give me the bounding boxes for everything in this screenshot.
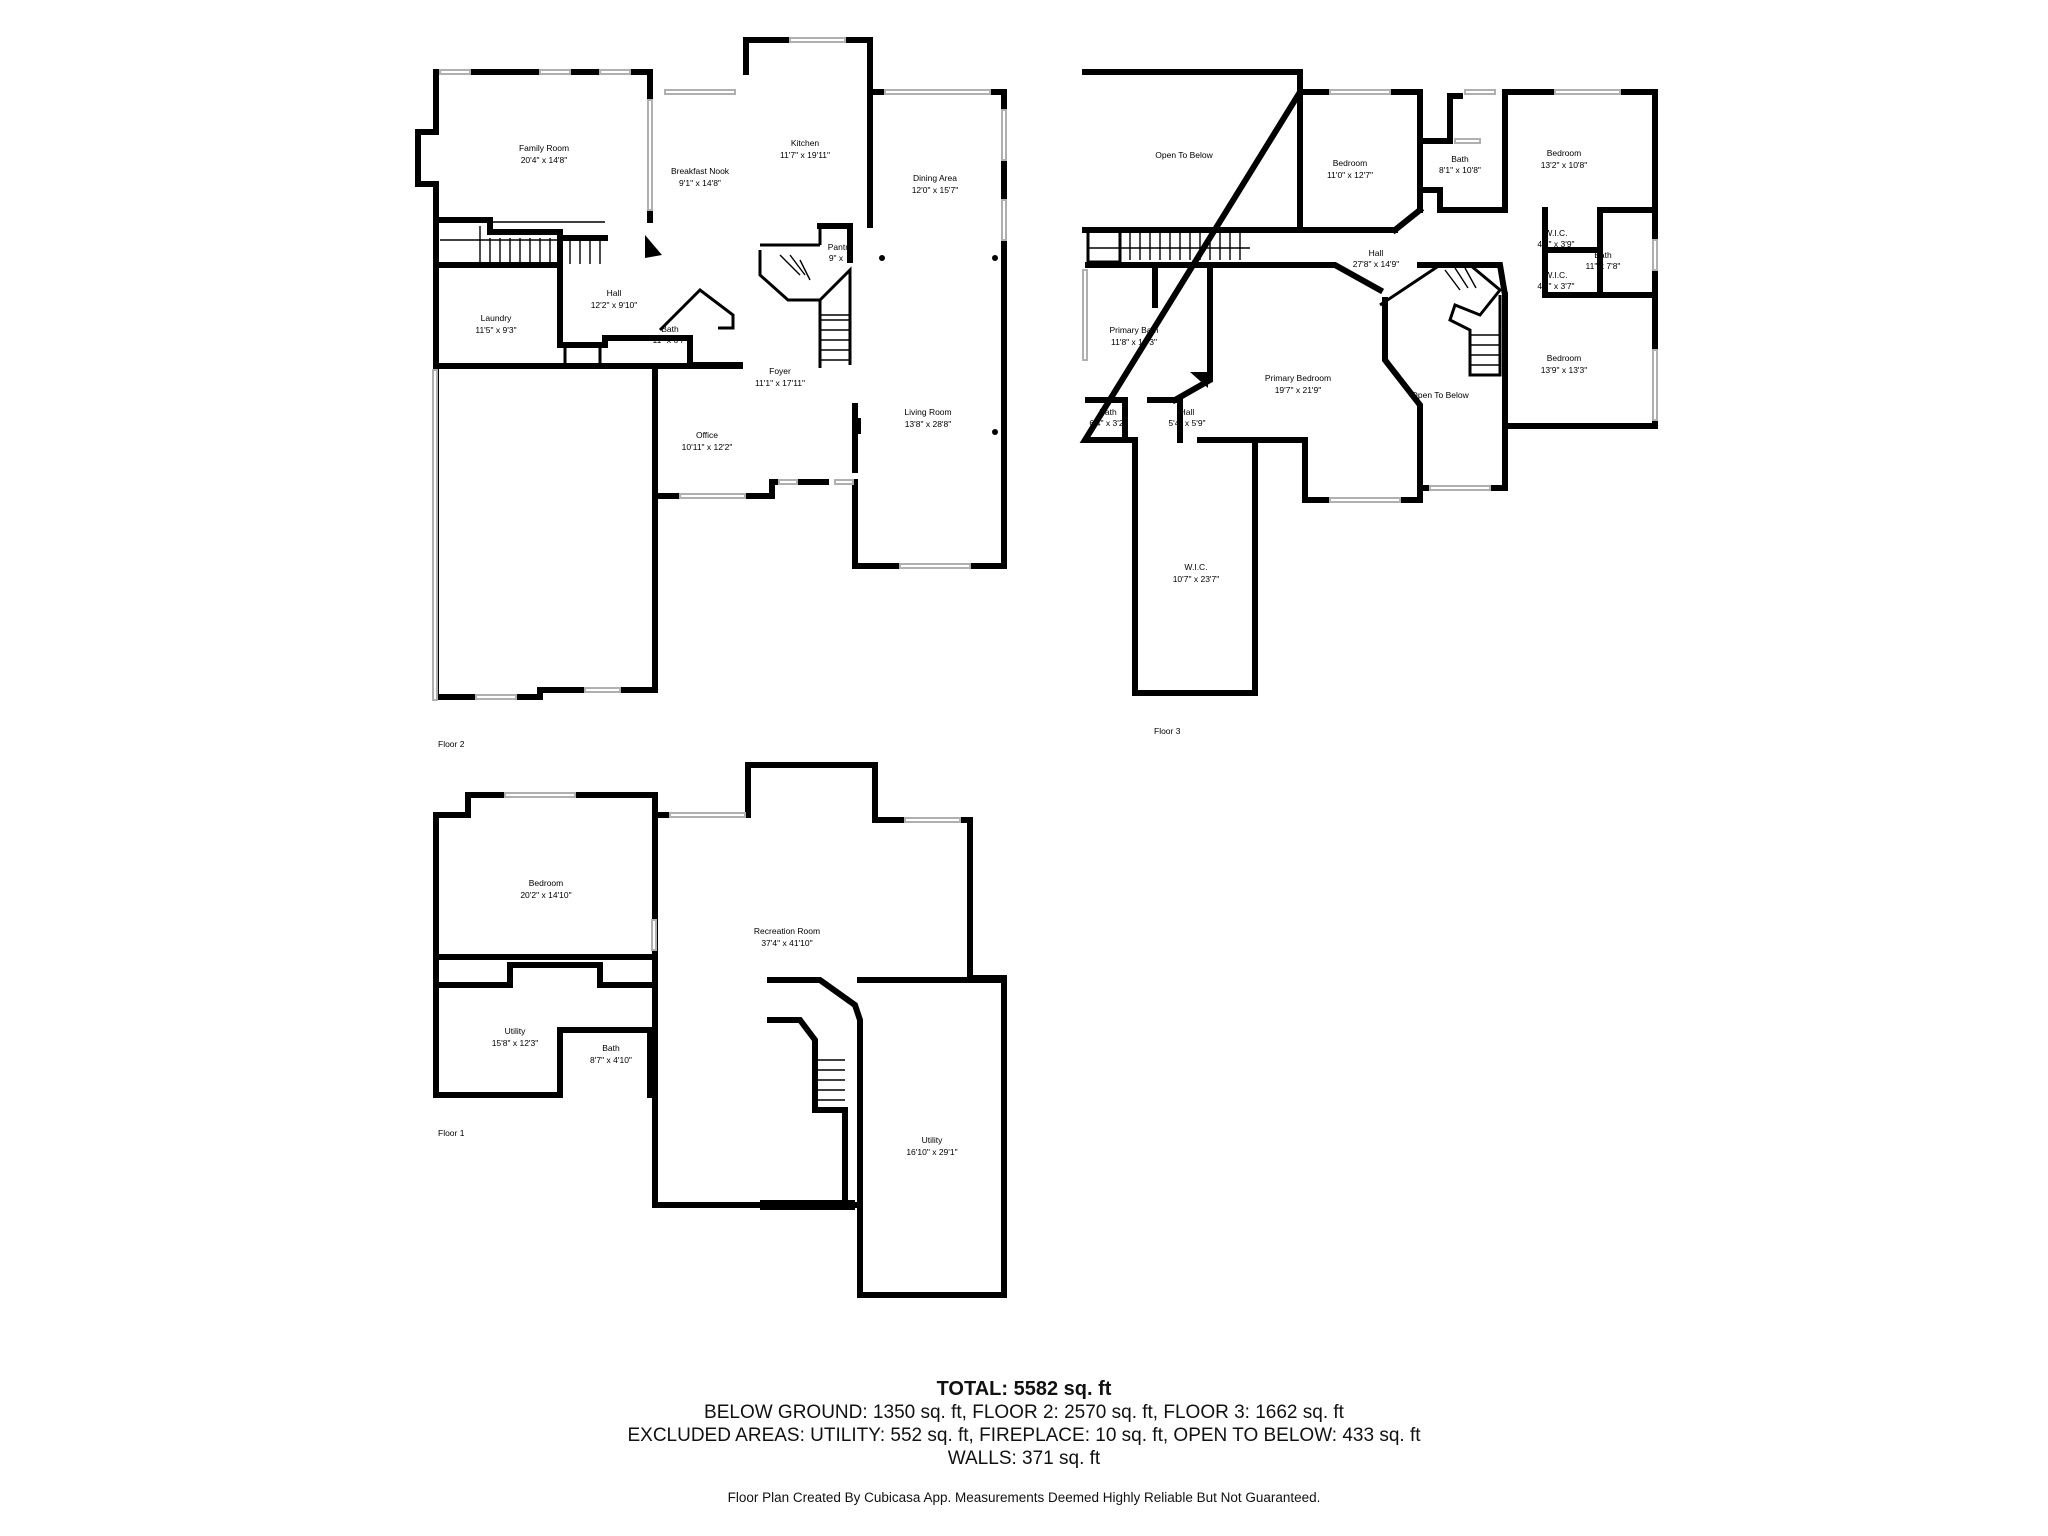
bath-floor2-label: Bath [661, 324, 679, 334]
area-breakdown: BELOW GROUND: 1350 sq. ft, FLOOR 2: 2570… [704, 1402, 1344, 1423]
primary-bedroom-label: Primary Bedroom [1265, 373, 1331, 383]
laundry-label: Laundry [481, 313, 512, 323]
hall-floor2-label: Hall [607, 288, 622, 298]
wic-floor3-c-dims: 10'7" x 23'7" [1173, 574, 1220, 584]
bedroom-floor1-dims: 20'2" x 14'10" [520, 890, 571, 900]
utility-floor1-a-label: Utility [505, 1026, 527, 1036]
bath-floor1-dims: 8'7" x 4'10" [590, 1055, 632, 1065]
breakfast-nook-dims: 9'1" x 14'8" [679, 178, 721, 188]
total-area: TOTAL: 5582 sq. ft [936, 1378, 1112, 1400]
bath-floor2-dims: 11" x 6'7" [653, 335, 688, 345]
dining-area-label: Dining Area [913, 173, 957, 183]
utility-floor1-b-label: Utility [922, 1135, 944, 1145]
hall-floor3-label: Hall [1369, 248, 1384, 258]
area-summary: TOTAL: 5582 sq. ft BELOW GROUND: 1350 sq… [0, 1378, 2048, 1470]
bedroom-floor3-b-dims: 13'2" x 10'8" [1541, 160, 1588, 170]
floor-1-label: Floor 1 [438, 1128, 465, 1138]
wic-floor3-a-dims: 4'7" x 3'9" [1537, 239, 1574, 249]
floor-2-plan [415, 37, 1007, 701]
office-dims: 10'11" x 12'2" [682, 442, 733, 452]
bath-floor3-a-label: Bath [1451, 154, 1469, 164]
floor-1-plan [433, 762, 1007, 1298]
walls-area: WALLS: 371 sq. ft [947, 1448, 1101, 1469]
wic-floor3-a-label: W.I.C. [1544, 228, 1567, 238]
room-labels: Family Room 20'4" x 14'8" Breakfast Nook… [475, 138, 1620, 1157]
pantry-label: Pantry [828, 242, 853, 252]
open-to-below-label-b: Open To Below [1411, 390, 1469, 400]
bath-floor3-c-label: Bath [1099, 407, 1117, 417]
wic-floor3-b-label: W.I.C. [1544, 270, 1567, 280]
bedroom-floor3-a-label: Bedroom [1333, 158, 1368, 168]
foyer-dims: 11'1" x 17'11" [755, 378, 805, 388]
bath-floor3-c-dims: 6'4" x 3'2" [1089, 418, 1126, 428]
recreation-room-dims: 37'4" x 41'10" [761, 938, 812, 948]
bedroom-floor3-c-label: Bedroom [1547, 353, 1582, 363]
kitchen-label: Kitchen [791, 138, 820, 148]
primary-bedroom-dims: 19'7" x 21'9" [1275, 385, 1322, 395]
pantry-dims: 9" x [829, 253, 844, 263]
open-to-below-label-a: Open To Below [1155, 150, 1213, 160]
credit-note: Floor Plan Created By Cubicasa App. Meas… [727, 1490, 1321, 1505]
bath-floor3-a-dims: 8'1" x 10'8" [1439, 165, 1481, 175]
bedroom-floor3-c-dims: 13'9" x 13'3" [1541, 365, 1588, 375]
hall-floor3-b-label: Hall [1180, 407, 1195, 417]
kitchen-dims: 11'7" x 19'11" [780, 150, 830, 160]
family-room-label: Family Room [519, 143, 569, 153]
bedroom-floor3-a-dims: 11'0" x 12'7" [1327, 170, 1373, 180]
primary-bath-dims: 11'8" x 13'3" [1111, 337, 1157, 347]
floor-3-plan [1079, 69, 1658, 696]
floor-3-label: Floor 3 [1154, 726, 1181, 736]
bath-floor1-label: Bath [602, 1043, 620, 1053]
bedroom-floor3-b-label: Bedroom [1547, 148, 1582, 158]
dining-area-dims: 12'0" x 15'7" [912, 185, 959, 195]
hall-floor2-dims: 12'2" x 9'10" [591, 300, 638, 310]
hall-floor3-b-dims: 5'4" x 5'9" [1168, 418, 1205, 428]
wic-floor3-c-label: W.I.C. [1184, 562, 1207, 572]
living-room-label: Living Room [904, 407, 951, 417]
bedroom-floor1-label: Bedroom [529, 878, 564, 888]
breakfast-nook-label: Breakfast Nook [671, 166, 730, 176]
floor-2-label: Floor 2 [438, 739, 465, 749]
bath-floor3-b-dims: 11" x 7'8" [1586, 261, 1621, 271]
recreation-room-label: Recreation Room [754, 926, 820, 936]
office-label: Office [696, 430, 718, 440]
utility-floor1-a-dims: 15'8" x 12'3" [492, 1038, 539, 1048]
hall-floor3-dims: 27'8" x 14'9" [1353, 259, 1400, 269]
living-room-dims: 13'8" x 28'8" [905, 419, 952, 429]
family-room-dims: 20'4" x 14'8" [521, 155, 568, 165]
foyer-label: Foyer [769, 366, 791, 376]
excluded-areas: EXCLUDED AREAS: UTILITY: 552 sq. ft, FIR… [627, 1425, 1421, 1446]
bath-floor3-b-label: Bath [1594, 250, 1612, 260]
primary-bath-label: Primary Bath [1109, 325, 1158, 335]
laundry-dims: 11'5" x 9'3" [475, 325, 516, 335]
utility-floor1-b-dims: 16'10" x 29'1" [906, 1147, 957, 1157]
wic-floor3-b-dims: 4'7" x 3'7" [1537, 281, 1574, 291]
